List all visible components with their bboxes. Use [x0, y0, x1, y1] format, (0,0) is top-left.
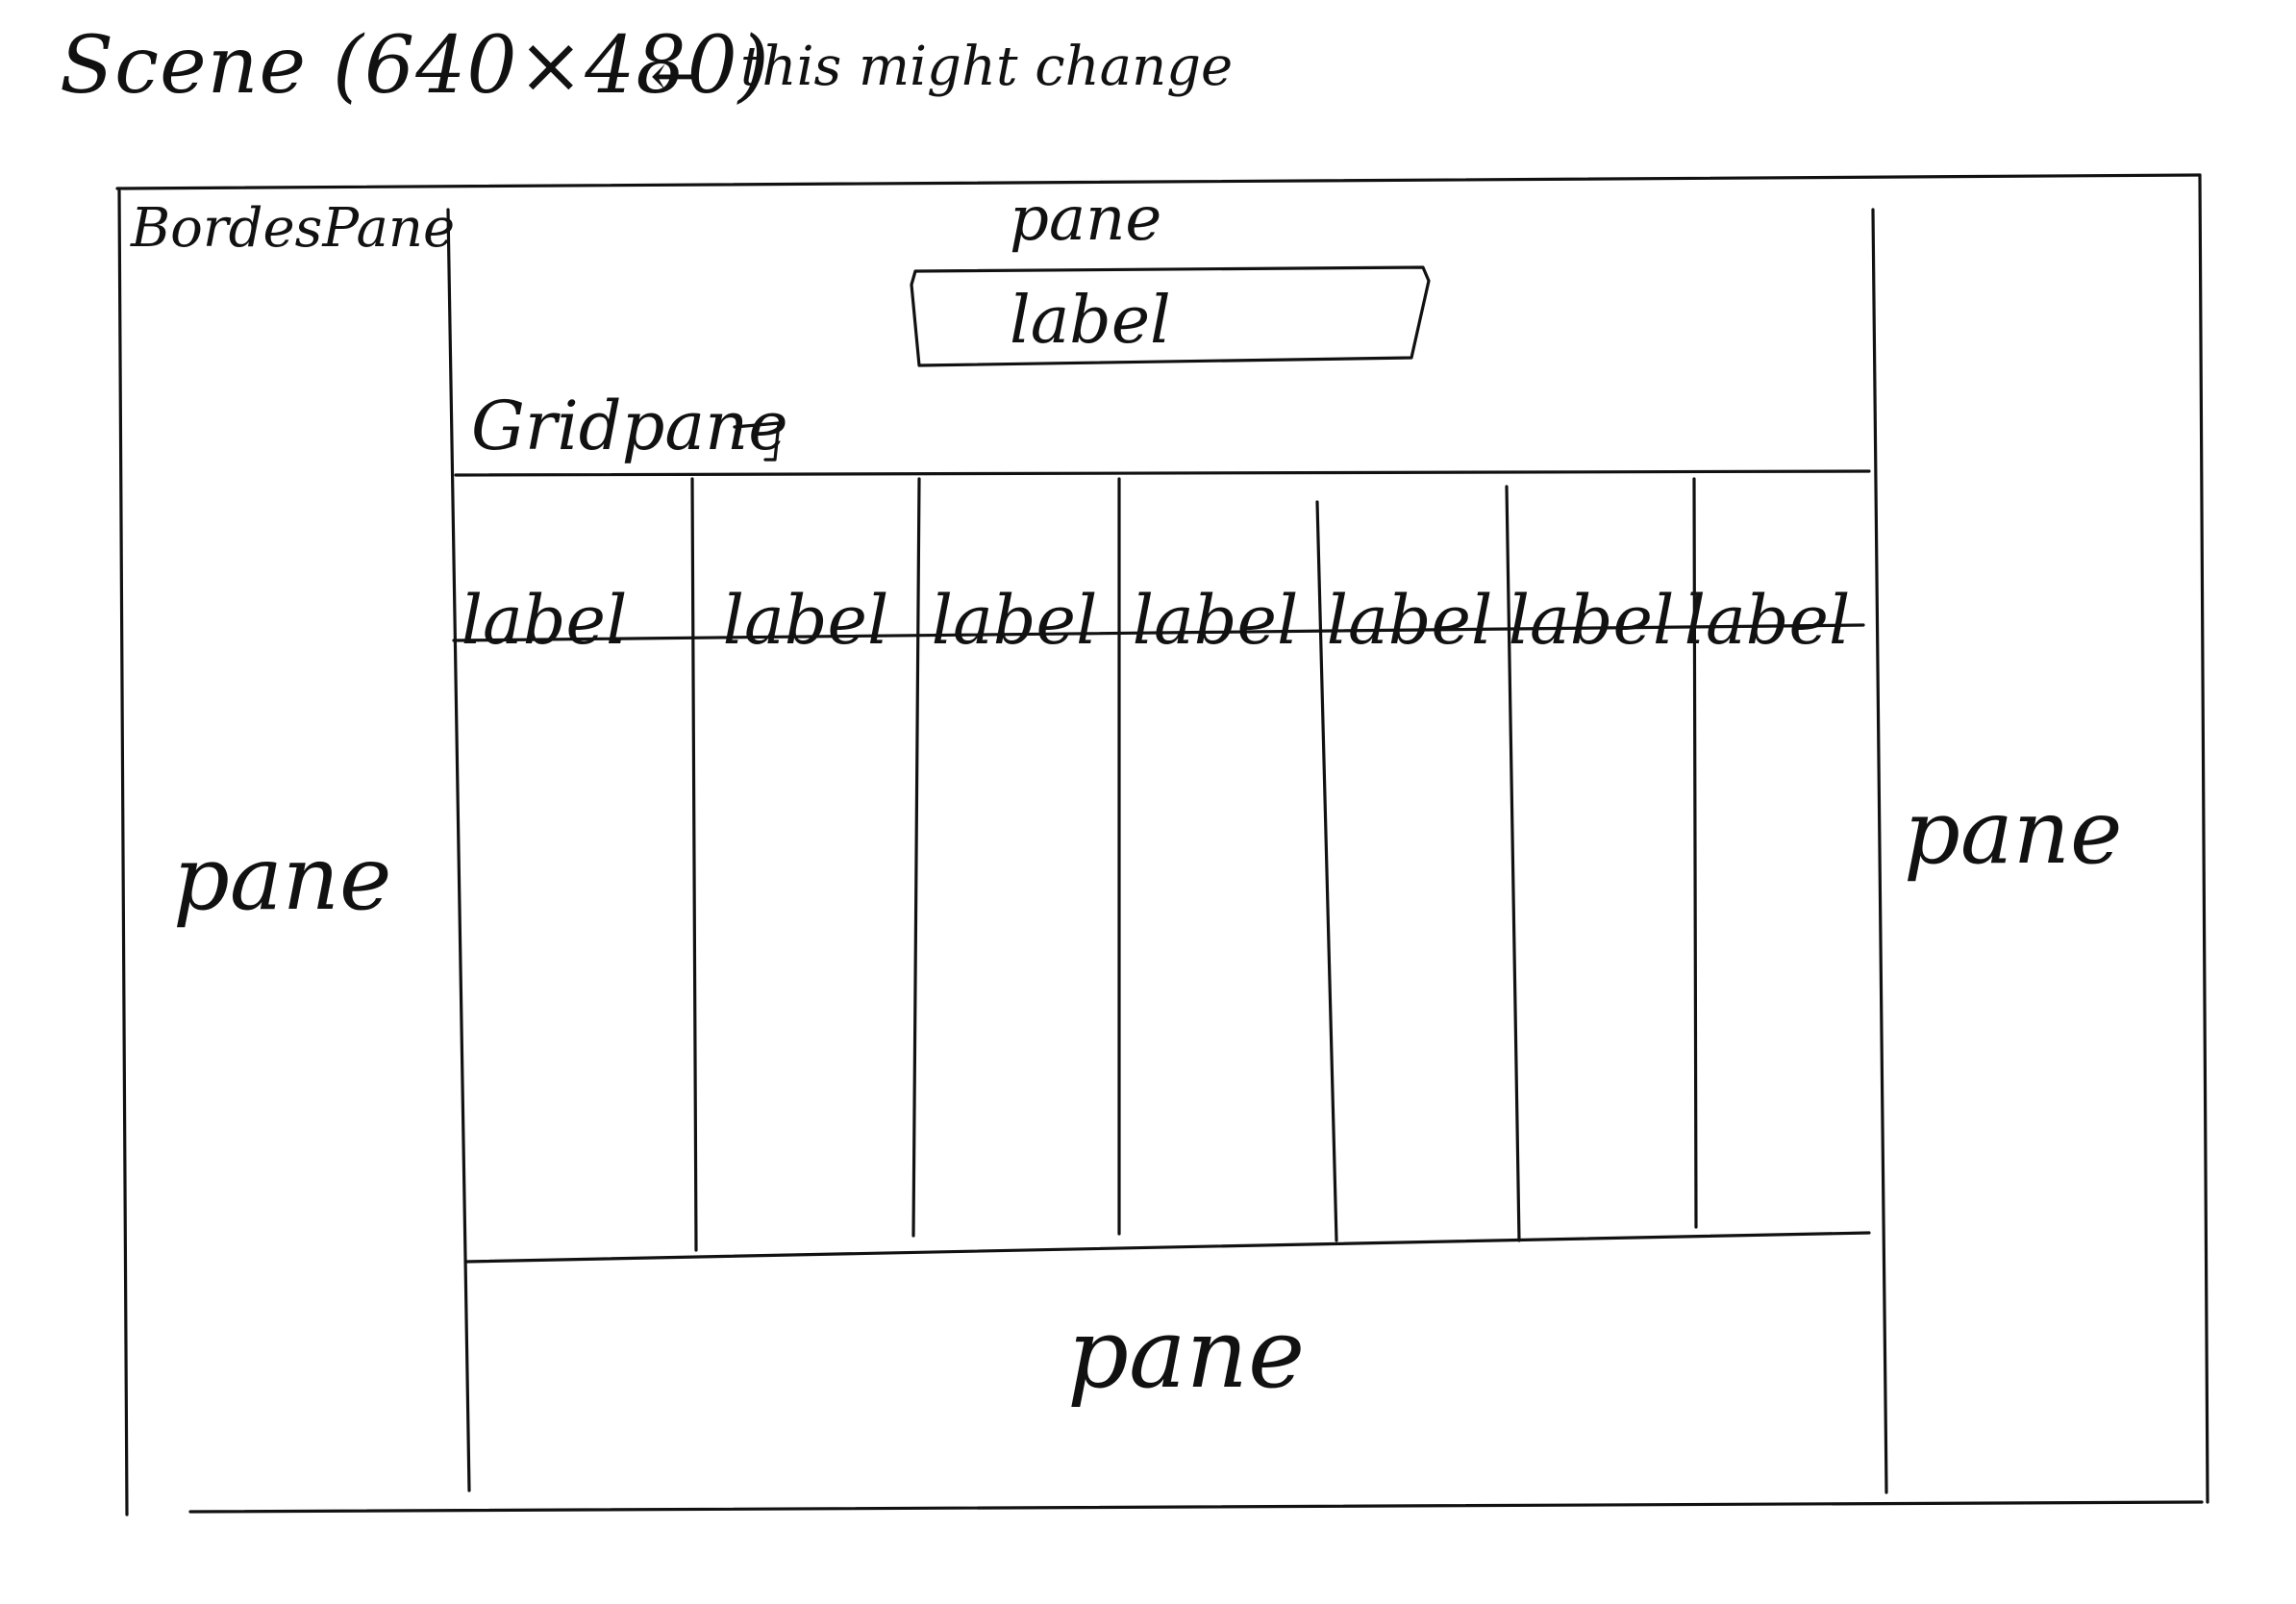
- grid-col-divider-4: [1315, 500, 1338, 1242]
- grid-col-divider-6: [1692, 477, 1698, 1229]
- grid-arrow-line: [733, 421, 781, 462]
- top-label-box: [910, 265, 1431, 367]
- grid-column-label-6: label: [1508, 581, 1675, 660]
- scene-note: this might change: [740, 36, 1234, 98]
- border-pane-label: BordesPane: [131, 197, 456, 260]
- left-pane-divider: [446, 208, 471, 1492]
- grid-column-label-7: label: [1684, 581, 1851, 660]
- grid-col-divider-1: [690, 477, 698, 1252]
- grid-column-label-2: label: [722, 581, 889, 660]
- grid-header-top: [454, 469, 1871, 477]
- right-pane-divider: [1871, 208, 1888, 1494]
- border-pane-left-edge: [117, 188, 129, 1516]
- top-label-box-text: label: [1010, 283, 1171, 359]
- grid-column-label-5: label: [1326, 581, 1493, 660]
- grid-bottom-line: [463, 1231, 1871, 1264]
- grid-col-divider-5: [1505, 485, 1521, 1242]
- border-pane-top-edge: [115, 173, 2202, 190]
- grid-header-bottom: [452, 623, 1865, 642]
- right-pane-label: pane: [1904, 781, 2123, 884]
- grid-column-label-1: label: [461, 581, 628, 660]
- grid-column-label-3: label: [931, 581, 1098, 660]
- grid-column-label-4: label: [1132, 581, 1299, 660]
- bottom-pane-label: pane: [1067, 1297, 1306, 1410]
- scene-arrow-icon: ←: [650, 40, 700, 111]
- border-pane-right-edge: [2198, 173, 2209, 1504]
- border-pane-bottom-edge: [188, 1500, 2204, 1514]
- gridpane-label: Gridpane: [471, 387, 788, 465]
- grid-col-divider-2: [911, 477, 921, 1238]
- left-pane-label: pane: [173, 827, 392, 930]
- scene-title: Scene (640×480): [60, 20, 770, 112]
- top-pane-label: pane: [1010, 184, 1162, 255]
